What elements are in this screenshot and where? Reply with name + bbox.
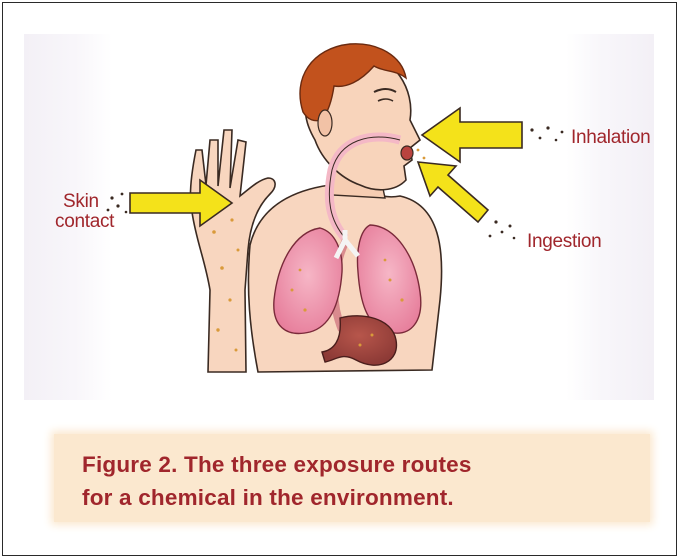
caption-line-2: for a chemical in the environment.: [82, 481, 472, 514]
ear: [318, 110, 332, 136]
mouth: [401, 146, 413, 160]
skin-contact-label: Skin contact: [55, 192, 114, 232]
caption-line-1: Figure 2. The three exposure routes: [82, 448, 472, 481]
ingestion-label: Ingestion: [527, 232, 601, 252]
inhalation-label: Inhalation: [571, 128, 650, 148]
inhalation-arrow: [422, 108, 563, 162]
figure-caption: Figure 2. The three exposure routes for …: [82, 448, 472, 514]
figure-caption-box: Figure 2. The three exposure routes for …: [54, 434, 650, 522]
